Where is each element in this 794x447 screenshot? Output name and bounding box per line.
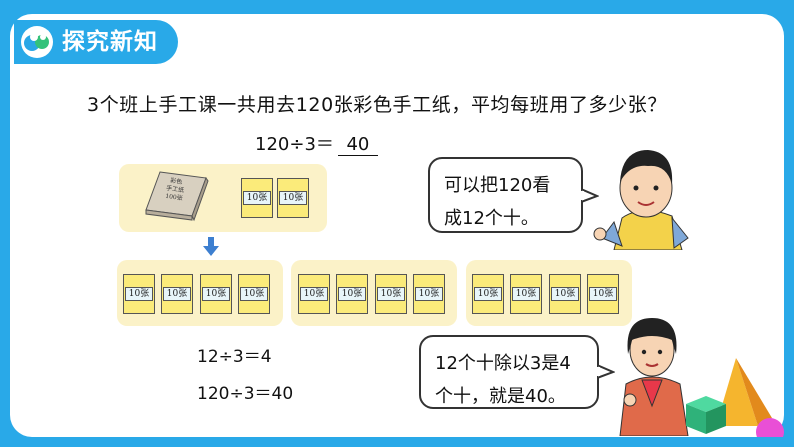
paper-stack: 10张: [413, 274, 445, 314]
equation-expression: 120÷3＝: [255, 134, 334, 155]
paper-stack: 10张: [549, 274, 581, 314]
section-title: 探究新知: [62, 29, 158, 55]
paper-stack: 10张: [472, 274, 504, 314]
paper-label: 10张: [243, 191, 271, 205]
problem-question: 3个班上手工课一共用去120张彩色手工纸，平均每班用了多少张？: [87, 94, 667, 116]
paper-stack: 10张: [587, 274, 619, 314]
equation-line-1: 12÷3＝4: [197, 347, 272, 367]
paper-stack: 10张: [336, 274, 368, 314]
paper-label: 10张: [300, 287, 328, 301]
paper-stack: 10张: [241, 178, 273, 218]
speech-bubble-bottom: 12个十除以3是4 个十，就是40。: [419, 335, 599, 409]
paper-stack: 10张: [238, 274, 270, 314]
paper-label: 10张: [279, 191, 307, 205]
paper-label: 10张: [240, 287, 268, 301]
paper-label: 10张: [551, 287, 579, 301]
bubble-text-line: 可以把120看: [444, 175, 551, 196]
boy-illustration: [593, 150, 689, 250]
answer-blank: 40: [337, 134, 378, 156]
speech-bubble-tail: [581, 187, 599, 204]
paper-stack: 10张: [375, 274, 407, 314]
speech-bubble-tail: [597, 363, 615, 380]
paper-label: 10张: [338, 287, 366, 301]
paper-stack: 10张: [510, 274, 542, 314]
girl-illustration: [619, 318, 689, 436]
bubble-text-line: 成12个十。: [444, 208, 539, 229]
equation-with-answer: 120÷3＝40: [255, 130, 378, 156]
paper-label: 10张: [125, 287, 153, 301]
paper-label: 10张: [377, 287, 405, 301]
paper-pack-image: [145, 171, 209, 222]
paper-label: 10张: [474, 287, 502, 301]
paper-label: 10张: [589, 287, 617, 301]
down-arrow-icon: [203, 237, 219, 256]
bubble-text-line: 个十，就是40。: [435, 386, 566, 407]
paper-stack: 10张: [161, 274, 193, 314]
geometry-shapes-decoration: [686, 358, 784, 437]
bubble-text-line: 12个十除以3是4: [435, 353, 571, 374]
paper-stack: 10张: [298, 274, 330, 314]
speech-bubble-top: 可以把120看 成12个十。: [428, 157, 583, 233]
paper-stack: 10张: [277, 178, 309, 218]
paper-stack: 10张: [200, 274, 232, 314]
paper-label: 10张: [202, 287, 230, 301]
paper-label: 10张: [163, 287, 191, 301]
equation-line-2: 120÷3＝40: [197, 384, 294, 404]
paper-label: 10张: [415, 287, 443, 301]
paper-label: 10张: [512, 287, 540, 301]
logo-icon: [21, 26, 53, 58]
paper-stack: 10张: [123, 274, 155, 314]
